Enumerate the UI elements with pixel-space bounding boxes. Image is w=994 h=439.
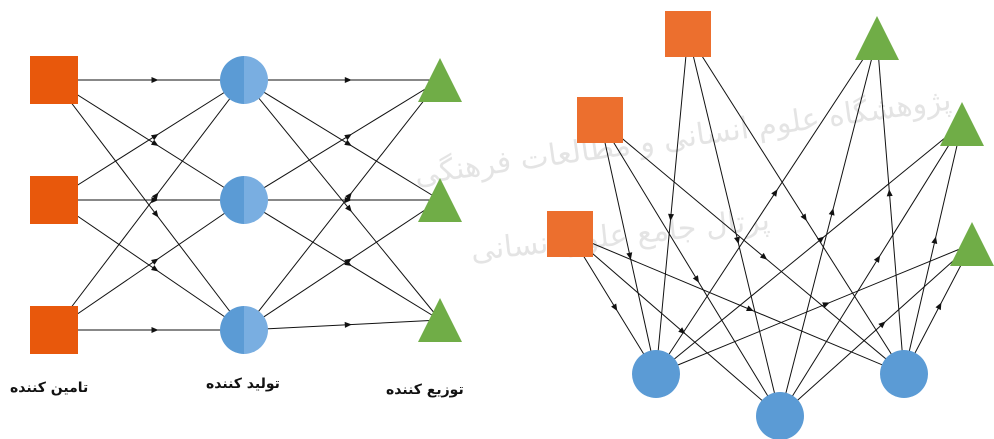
right-edge-S2-M2 [599,119,905,375]
right-edge-M2-D1 [876,37,905,375]
right-edge-M3-D2 [779,123,963,417]
nodes-layer [30,11,994,439]
right-distributor-D1 [855,16,899,60]
right-edge-S1-M3 [687,33,781,417]
left-edge-S3-M2 [53,199,245,331]
right-edge-S3-M2 [569,233,905,375]
left-edge-M2-D2 [244,197,440,203]
left-manufacturer-M3 [220,306,268,354]
left-edge-M3-D3 [243,319,441,331]
left-edge-S3-M1 [53,79,245,331]
left-edge-M2-D3 [243,199,441,321]
left-manufacturer-M1 [220,56,268,104]
right-edge-S2-M1 [599,119,657,375]
right-supplier-S2 [577,97,623,143]
right-edge-M3-D1 [779,37,878,417]
left-edge-M3-D2 [243,199,441,331]
left-distributor-D3 [418,298,462,342]
edges-layer [53,33,973,417]
left-distributor-D1 [418,58,462,102]
supplier-label: تامین کننده [10,380,89,396]
right-manufacturer-M2 [880,350,928,398]
right-edge-M1-D3 [655,243,973,375]
right-manufacturer-M1 [632,350,680,398]
left-manufacturer-M2 [220,176,268,224]
right-edge-S2-M3 [599,119,781,417]
right-edge-M1-D1 [655,37,878,375]
left-edge-S1-M1 [54,77,244,83]
right-edge-M2-D2 [903,123,963,375]
right-edge-S1-M1 [655,33,689,375]
left-supplier-S3 [30,306,78,354]
left-edge-M2-D1 [243,79,441,201]
left-edge-M1-D1 [244,77,440,83]
left-edge-S2-M1 [53,79,245,201]
right-distributor-D3 [950,222,994,266]
left-edge-S2-M2 [54,197,244,203]
right-manufacturer-M3 [756,392,804,439]
left-supplier-S2 [30,176,78,224]
left-edge-S3-M3 [54,327,244,333]
right-edge-S3-M3 [569,233,781,417]
manufacturer-label: تولید کننده [206,376,280,392]
left-supplier-S1 [30,56,78,104]
distributor-label: توزیع کننده [386,382,464,398]
right-supplier-S1 [665,11,711,57]
left-distributor-D2 [418,178,462,222]
right-edge-M3-D3 [779,243,973,417]
left-edge-M3-D1 [243,79,441,331]
right-distributor-D2 [940,102,984,146]
right-edge-S3-M1 [569,233,657,375]
right-edge-M1-D2 [655,123,963,375]
right-supplier-S3 [547,211,593,257]
right-edge-S1-M2 [687,33,905,375]
